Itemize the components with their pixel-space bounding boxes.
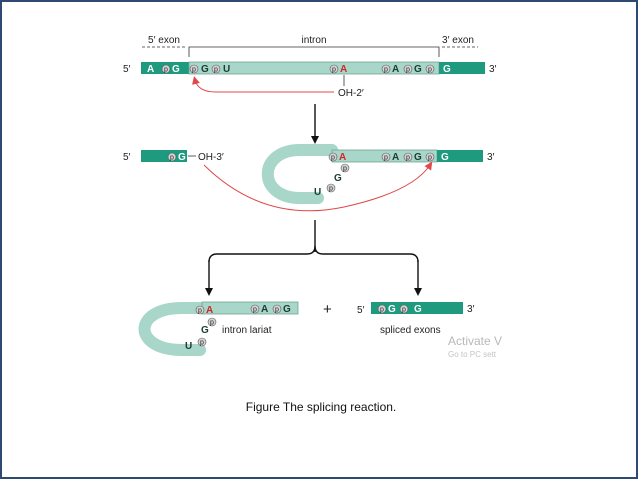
lariat-a: A	[261, 304, 268, 315]
phosphate-label: p	[210, 320, 214, 327]
spliced-exons: 5′ p G p G 3′ spliced exons	[357, 302, 475, 336]
phosphate-label: p	[329, 186, 333, 193]
attack-arrow-2	[203, 161, 433, 212]
phosphate	[399, 304, 409, 314]
phosphate-label: p	[343, 166, 347, 173]
phosphate-label: p	[384, 67, 388, 74]
phosphate	[425, 64, 435, 74]
phosphate	[425, 152, 435, 162]
phosphate	[340, 163, 350, 173]
phosphate	[167, 152, 177, 162]
step-arrow-2	[205, 220, 422, 296]
phosphate	[161, 64, 171, 74]
middle-branch-a: A	[339, 152, 346, 163]
middle-exon3	[437, 150, 483, 162]
exon3-strand	[439, 62, 485, 74]
phosphate-label: p	[332, 67, 336, 74]
phosphate	[328, 152, 338, 162]
exon3-g: G	[443, 64, 451, 75]
phosphate-label: p	[164, 67, 168, 74]
phosphate	[377, 304, 387, 314]
phosphate-label: p	[402, 307, 406, 314]
oh3-label: OH-3′	[198, 152, 224, 163]
spliced-g1: G	[388, 304, 396, 315]
watermark-line2: Go to PC sett	[448, 350, 497, 359]
middle-end5-label: 5′	[123, 152, 131, 163]
exon3-label: 3′ exon	[442, 35, 474, 46]
middle-intron-a: A	[392, 152, 399, 163]
phosphate	[250, 304, 260, 314]
phosphate	[211, 64, 221, 74]
phosphate-label: p	[275, 307, 279, 314]
phosphate-label: p	[214, 67, 218, 74]
phosphate-label: p	[380, 307, 384, 314]
splicing-intermediate: 5′ p G OH-3′ 3′ p A p G p U p A p G p G	[123, 144, 495, 212]
phosphate	[197, 337, 207, 347]
intron-g3: G	[414, 64, 422, 75]
phosphate-label: p	[428, 155, 432, 162]
phosphate-label: p	[331, 155, 335, 162]
spliced-exons-label: spliced exons	[380, 325, 441, 336]
end5-label: 5′	[123, 64, 131, 75]
intron-u: U	[223, 64, 230, 75]
phosphate-label: p	[406, 155, 410, 162]
middle-loop-g: G	[334, 173, 342, 184]
phosphate	[381, 152, 391, 162]
phosphate	[189, 64, 199, 74]
spliced-exon-strand	[371, 302, 463, 314]
intron-label: intron	[301, 35, 326, 46]
lariat-loop-g: G	[201, 325, 209, 336]
lariat-loop	[138, 302, 208, 356]
intron-g: G	[201, 64, 209, 75]
middle-exon3-g: G	[441, 152, 449, 163]
middle-intron-g3: G	[414, 152, 422, 163]
lariat-loop-u: U	[185, 341, 192, 352]
branch-point-a: A	[340, 64, 347, 75]
phosphate-label: p	[406, 67, 410, 74]
figure-caption: Figure The splicing reaction.	[245, 400, 397, 414]
phosphate-label: p	[253, 307, 257, 314]
watermark-line1: Activate V	[448, 334, 502, 348]
end3-label: 3′	[489, 64, 497, 75]
middle-exon5-g: G	[178, 152, 186, 163]
phosphate	[272, 304, 282, 314]
intron-a: A	[392, 64, 399, 75]
exon5-g: G	[172, 64, 180, 75]
phosphate	[403, 152, 413, 162]
spliced-g2: G	[414, 304, 422, 315]
phosphate	[207, 317, 217, 327]
phosphate-label: p	[192, 67, 196, 74]
exon5-label: 5′ exon	[148, 35, 180, 46]
lariat-branch-a: A	[206, 305, 213, 316]
phosphate	[326, 183, 336, 193]
phosphate-label: p	[428, 67, 432, 74]
phosphate-label: p	[170, 155, 174, 162]
lariat-g: G	[283, 304, 291, 315]
intron-lariat: p A p G p U p A p G intron lariat	[138, 301, 299, 356]
intron-lariat-label: intron lariat	[222, 325, 272, 336]
middle-loop-u: U	[314, 187, 321, 198]
oh2-label: OH-2′	[338, 88, 364, 99]
phosphate	[403, 64, 413, 74]
phosphate	[195, 305, 205, 315]
plus-sign: +	[323, 301, 332, 318]
phosphate	[381, 64, 391, 74]
spliced-end3-label: 3′	[467, 304, 475, 315]
phosphate	[329, 64, 339, 74]
phosphate-label: p	[200, 340, 204, 347]
phosphate-label: p	[384, 155, 388, 162]
intron-bracket	[188, 46, 440, 57]
middle-lariat-loop	[261, 144, 338, 204]
middle-end3-label: 3′	[487, 152, 495, 163]
spliced-end5-label: 5′	[357, 305, 365, 316]
pre-mrna: 5′ exon intron 3′ exon 5′ 3′ A p G p G p…	[123, 35, 497, 99]
attack-arrow-1	[192, 76, 334, 93]
exon5-a: A	[147, 64, 154, 75]
phosphate-label: p	[198, 308, 202, 315]
